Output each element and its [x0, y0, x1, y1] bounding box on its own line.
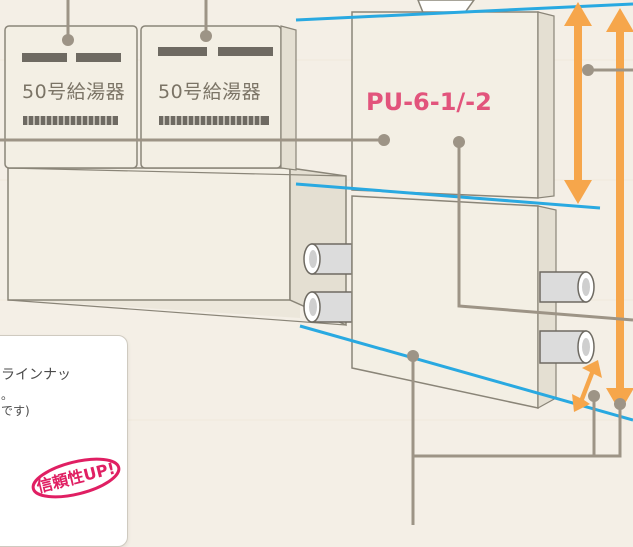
water-heater-1 — [4, 25, 138, 169]
water-heater-2 — [140, 25, 297, 171]
heater-1-label: 50号給湯器 — [22, 81, 126, 103]
pu-pipes — [539, 271, 595, 364]
reliability-stamp: 信頼性UP! — [27, 447, 126, 508]
stamp-outline — [31, 457, 121, 499]
note-line-1: ラインナッ — [1, 367, 71, 383]
equipment-diagram — [0, 0, 633, 525]
note-line-3: です) — [1, 404, 30, 418]
pu-model-label: PU-6-1/-2 — [366, 88, 492, 116]
heater-1-vent-right — [76, 53, 121, 62]
left-pipes — [303, 243, 353, 323]
note-box: ラインナッ 。 です) — [0, 335, 128, 547]
note-line-2: 。 — [1, 388, 14, 402]
left-lower-enclosure — [7, 167, 347, 327]
heater-1-vent-left — [22, 53, 67, 62]
heater-2-vent-left — [158, 47, 207, 56]
dimension-arrows — [564, 2, 633, 412]
heater-2-barcode — [159, 116, 269, 125]
leader-dots — [62, 30, 626, 410]
heater-2-vent-right — [218, 47, 273, 56]
leader-lines — [0, 0, 633, 525]
heater-2-label: 50号給湯器 — [158, 81, 262, 103]
